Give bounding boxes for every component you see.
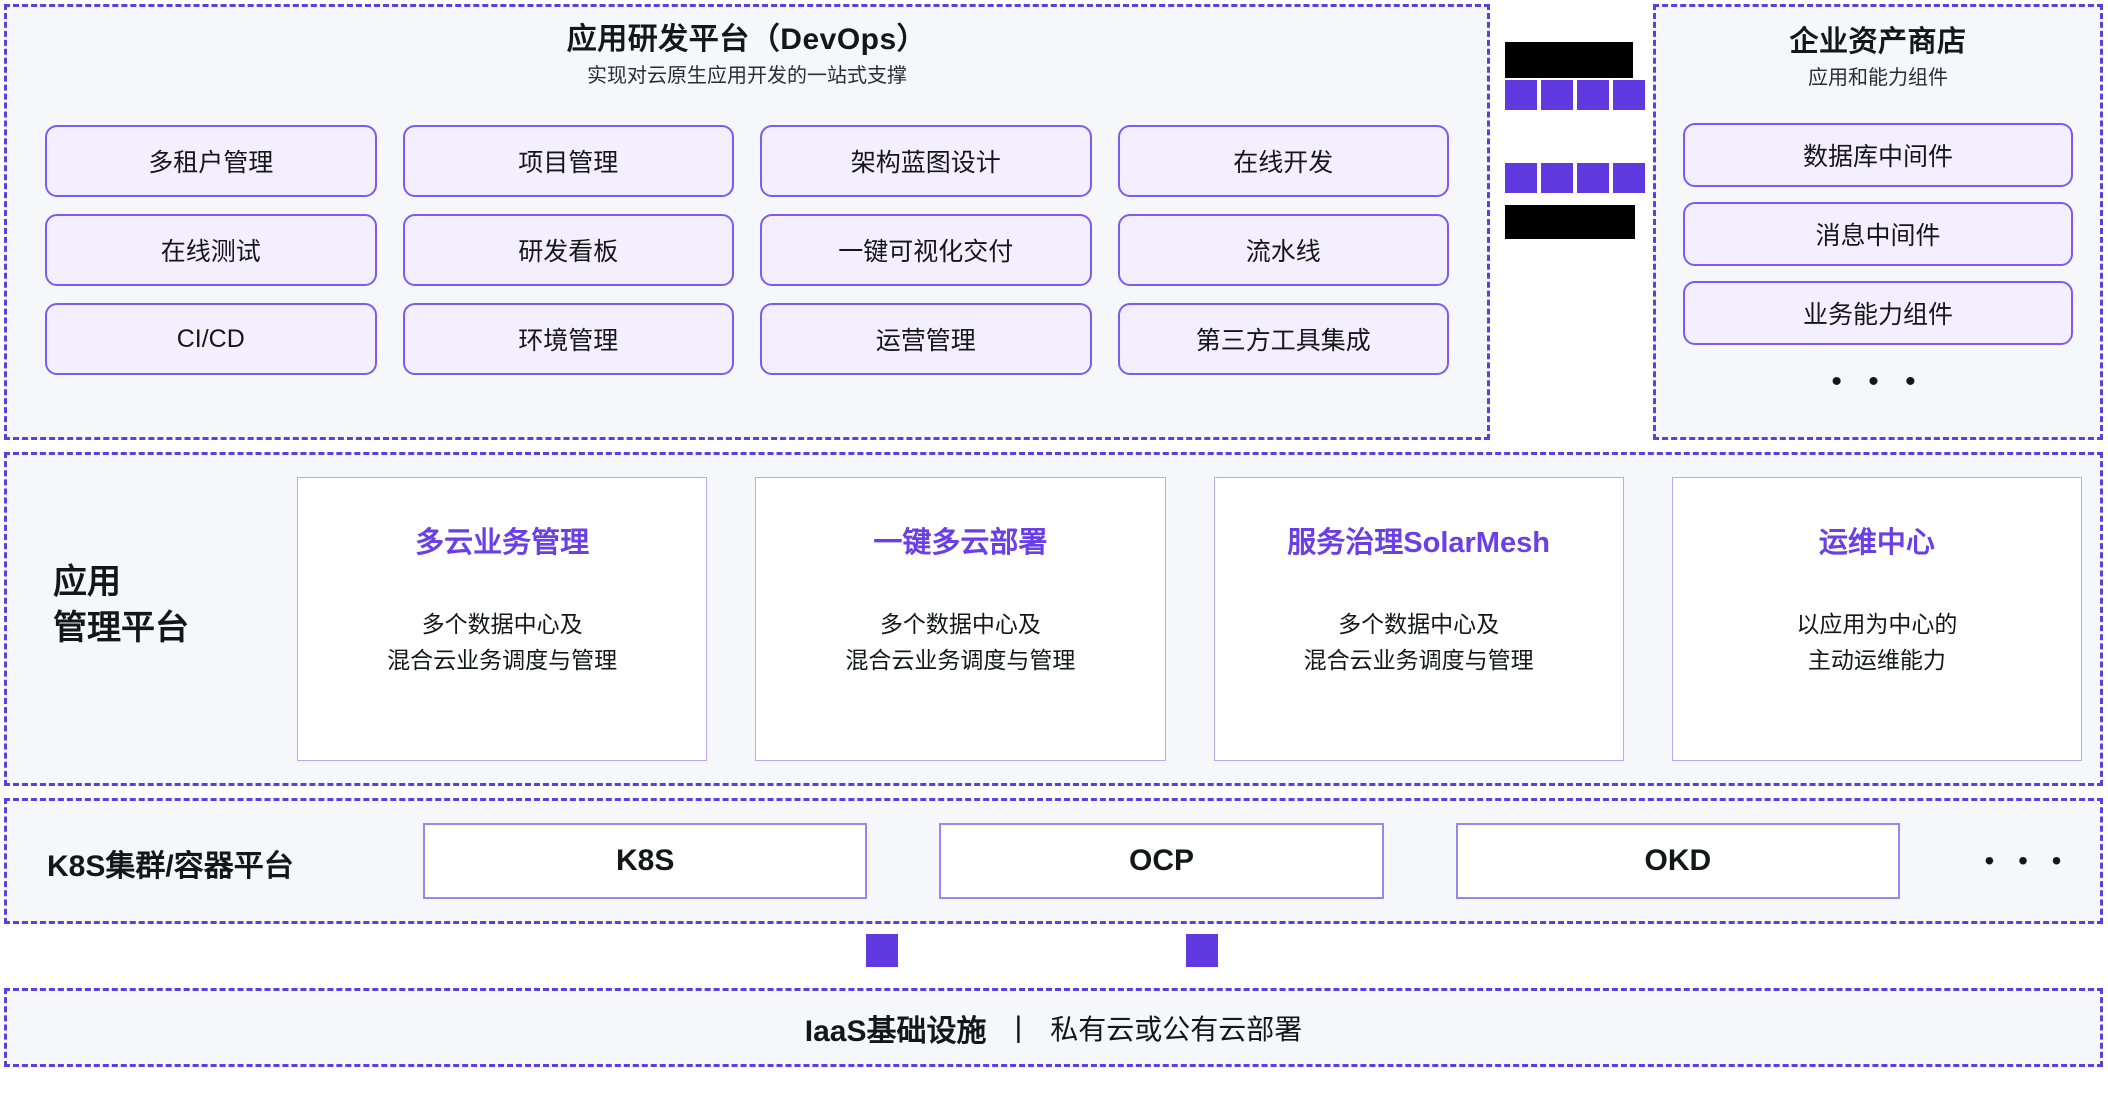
devops-chip[interactable]: 项目管理 bbox=[402, 125, 734, 197]
devops-chip[interactable]: 多租户管理 bbox=[45, 125, 377, 197]
card-description-line2: 混合云业务调度与管理 bbox=[845, 647, 1076, 673]
asset-item[interactable]: 业务能力组件 bbox=[1683, 281, 2073, 345]
card-description: 多个数据中心及 混合云业务调度与管理 bbox=[845, 606, 1075, 678]
iaas-title: IaaS基础设施 bbox=[804, 1014, 987, 1048]
devops-panel: 应用研发平台（DevOps） 实现对云原生应用开发的一站式支撑 多租户管理 项目… bbox=[4, 4, 1490, 440]
connector-square bbox=[1505, 80, 1537, 110]
devops-chip[interactable]: 在线开发 bbox=[1117, 125, 1449, 197]
k8s-layer-panel: K8S集群/容器平台 K8S OCP OKD • • • bbox=[4, 798, 2103, 924]
devops-chip[interactable]: 环境管理 bbox=[402, 303, 734, 375]
connector-square bbox=[1613, 163, 1645, 193]
card-description-line2: 混合云业务调度与管理 bbox=[1303, 647, 1534, 673]
redaction-bar-top bbox=[1505, 42, 1633, 78]
app-management-card[interactable]: 服务治理SolarMesh 多个数据中心及 混合云业务调度与管理 bbox=[1213, 477, 1624, 761]
card-description: 以应用为中心的 主动运维能力 bbox=[1796, 606, 1957, 678]
app-management-label-line2: 管理平台 bbox=[53, 609, 189, 647]
devops-subtitle: 实现对云原生应用开发的一站式支撑 bbox=[587, 65, 907, 87]
redacted-connector-column bbox=[1490, 4, 1652, 440]
iaas-description: 私有云或公有云部署 bbox=[1050, 1013, 1303, 1045]
connector-square bbox=[1505, 163, 1537, 193]
iaas-content: IaaS基础设施 | 私有云或公有云部署 bbox=[7, 991, 2100, 1064]
k8s-box[interactable]: OKD bbox=[1455, 823, 1900, 899]
card-description-line2: 主动运维能力 bbox=[1807, 647, 1946, 673]
card-description-line2: 混合云业务调度与管理 bbox=[387, 647, 618, 673]
devops-title: 应用研发平台（DevOps） bbox=[566, 23, 928, 56]
iaas-divider: | bbox=[1014, 1010, 1023, 1044]
layer-connector-square-right bbox=[1186, 934, 1218, 967]
asset-item[interactable]: 消息中间件 bbox=[1683, 202, 2073, 266]
devops-chip[interactable]: 运营管理 bbox=[760, 303, 1092, 375]
card-title: 运维中心 bbox=[1818, 527, 1935, 559]
card-title: 一键多云部署 bbox=[873, 527, 1048, 559]
k8s-box-row: K8S OCP OKD • • • bbox=[423, 823, 2082, 899]
asset-store-panel: 企业资产商店 应用和能力组件 数据库中间件 消息中间件 业务能力组件 • • • bbox=[1653, 4, 2103, 440]
app-management-card-row: 多云业务管理 多个数据中心及 混合云业务调度与管理 一键多云部署 多个数据中心及… bbox=[297, 477, 2082, 761]
devops-chip[interactable]: 第三方工具集成 bbox=[1117, 303, 1449, 375]
connector-square-row-bottom bbox=[1505, 163, 1645, 193]
k8s-box[interactable]: OCP bbox=[939, 823, 1384, 899]
card-description-line1: 多个数据中心及 bbox=[1338, 611, 1500, 637]
k8s-layer-label: K8S集群/容器平台 bbox=[47, 850, 294, 883]
k8s-more-ellipsis: • • • bbox=[1984, 845, 2070, 876]
devops-chip[interactable]: 流水线 bbox=[1117, 214, 1449, 286]
card-title: 服务治理SolarMesh bbox=[1287, 527, 1550, 559]
connector-square bbox=[1577, 80, 1609, 110]
app-management-label-line1: 应用 bbox=[53, 563, 121, 601]
card-description-line1: 多个数据中心及 bbox=[879, 611, 1041, 637]
app-management-platform-panel: 应用 管理平台 多云业务管理 多个数据中心及 混合云业务调度与管理 一键多云部署… bbox=[4, 452, 2103, 786]
card-title: 多云业务管理 bbox=[415, 527, 590, 559]
devops-chip[interactable]: CI/CD bbox=[45, 303, 377, 375]
devops-chip[interactable]: 研发看板 bbox=[402, 214, 734, 286]
layer-connector-square-left bbox=[866, 934, 898, 967]
app-management-card[interactable]: 一键多云部署 多个数据中心及 混合云业务调度与管理 bbox=[755, 477, 1166, 761]
connector-square bbox=[1541, 80, 1573, 110]
iaas-layer-panel: IaaS基础设施 | 私有云或公有云部署 bbox=[4, 988, 2103, 1067]
asset-item[interactable]: 数据库中间件 bbox=[1683, 123, 2073, 187]
card-description-line1: 以应用为中心的 bbox=[1796, 611, 1958, 637]
connector-square bbox=[1577, 163, 1609, 193]
connector-square bbox=[1613, 80, 1645, 110]
app-management-card[interactable]: 多云业务管理 多个数据中心及 混合云业务调度与管理 bbox=[297, 477, 708, 761]
devops-capability-grid: 多租户管理 项目管理 架构蓝图设计 在线开发 在线测试 研发看板 一键可视化交付… bbox=[45, 125, 1449, 375]
redaction-bar-bottom bbox=[1505, 205, 1635, 239]
asset-store-title: 企业资产商店 bbox=[1789, 26, 1967, 58]
devops-chip[interactable]: 架构蓝图设计 bbox=[760, 125, 1092, 197]
card-description: 多个数据中心及 混合云业务调度与管理 bbox=[1304, 606, 1534, 678]
card-description-line1: 多个数据中心及 bbox=[421, 611, 583, 637]
k8s-box[interactable]: K8S bbox=[423, 823, 868, 899]
card-description: 多个数据中心及 混合云业务调度与管理 bbox=[387, 606, 617, 678]
connector-square-row-top bbox=[1505, 80, 1645, 110]
asset-store-list: 数据库中间件 消息中间件 业务能力组件 • • • bbox=[1683, 123, 2073, 398]
app-management-card[interactable]: 运维中心 以应用为中心的 主动运维能力 bbox=[1671, 477, 2082, 761]
asset-store-more-ellipsis: • • • bbox=[1831, 365, 1925, 398]
asset-store-subtitle: 应用和能力组件 bbox=[1808, 67, 1948, 89]
devops-chip[interactable]: 一键可视化交付 bbox=[760, 214, 1092, 286]
app-management-platform-label: 应用 管理平台 bbox=[53, 559, 263, 651]
connector-square bbox=[1541, 163, 1573, 193]
devops-chip[interactable]: 在线测试 bbox=[45, 214, 377, 286]
